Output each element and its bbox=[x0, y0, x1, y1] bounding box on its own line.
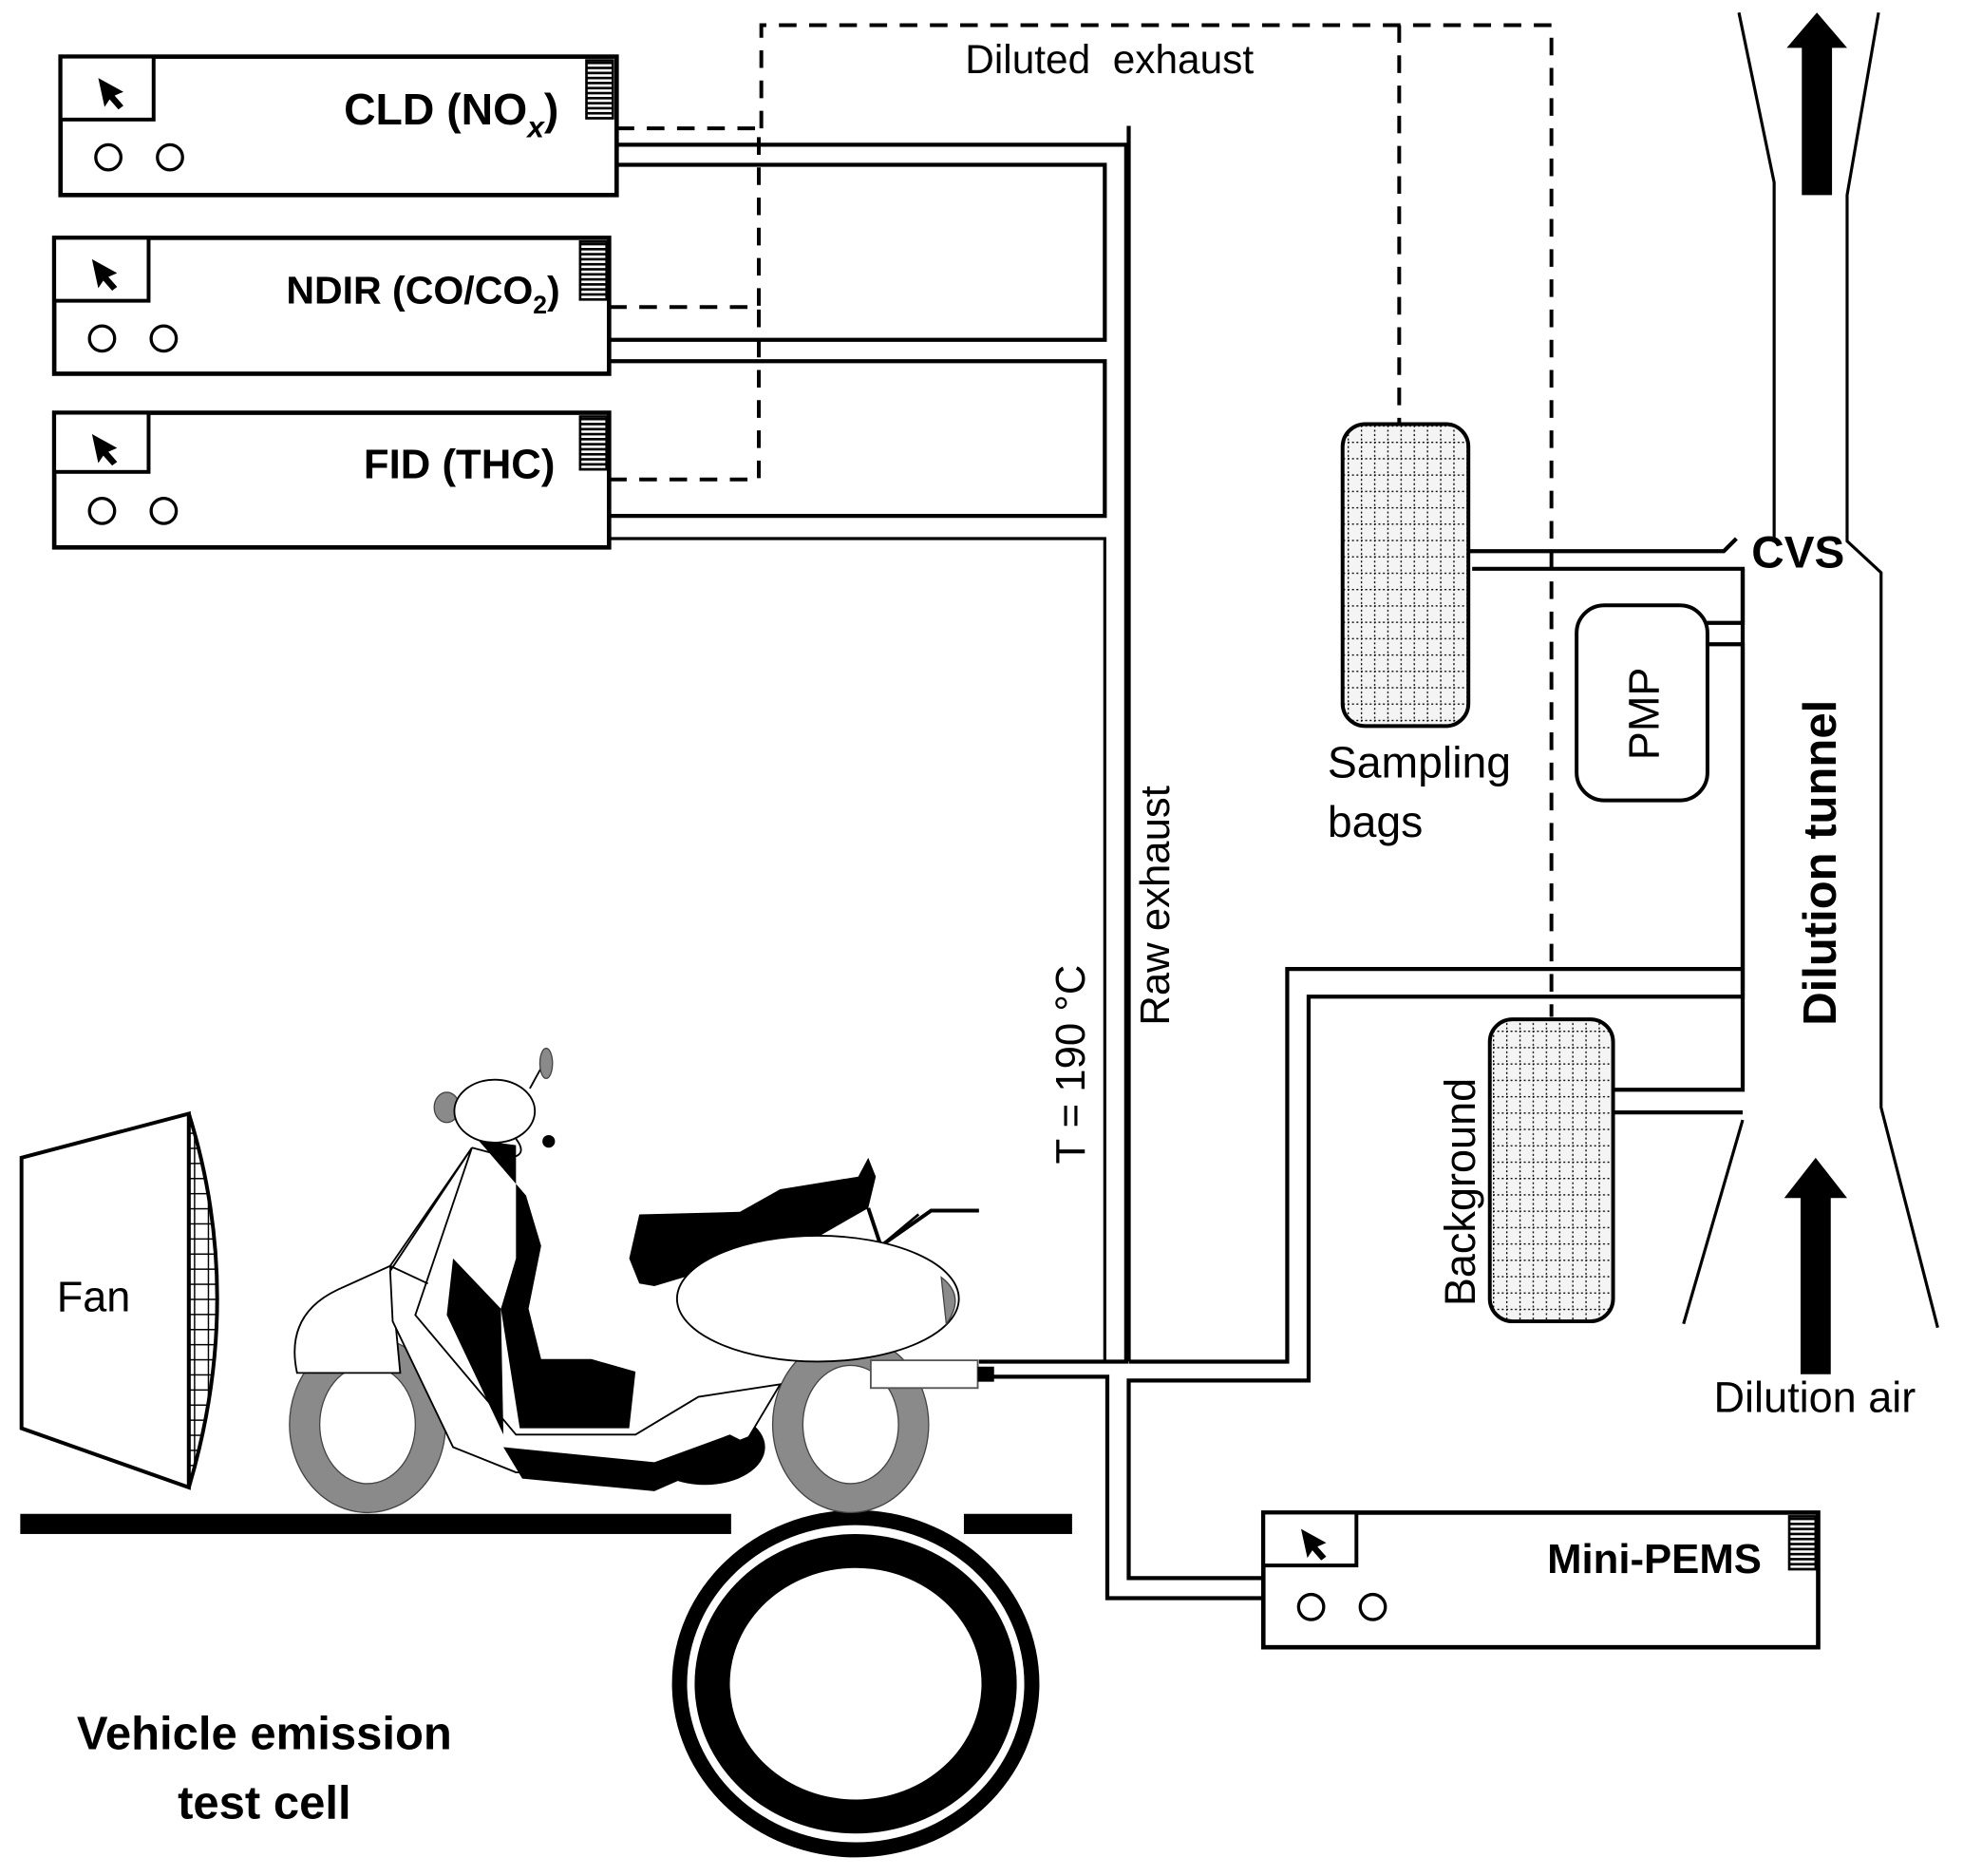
dilution-air-arrow-up-icon bbox=[1784, 1157, 1847, 1374]
vent-grille-icon bbox=[578, 415, 609, 471]
knob-icon bbox=[1296, 1592, 1326, 1621]
dilution-tunnel-label: Dilution tunnel bbox=[1795, 700, 1846, 1026]
svg-text:NDIR (CO/CO2): NDIR (CO/CO2) bbox=[286, 268, 559, 319]
background-bag[interactable] bbox=[1487, 1017, 1615, 1324]
knob-icon bbox=[87, 496, 117, 525]
analyzer-subscript: 2 bbox=[533, 291, 547, 319]
fan-label: Fan bbox=[57, 1272, 131, 1320]
analyzer-label: CLD (NO bbox=[344, 85, 527, 134]
cursor-icon bbox=[91, 258, 118, 292]
vent-grille-icon bbox=[1787, 1515, 1818, 1571]
dilution-tunnel bbox=[1682, 11, 1939, 1329]
temperature-label: T = 190 °C bbox=[1048, 965, 1094, 1165]
cursor-icon bbox=[1301, 1528, 1327, 1561]
analyzer-label: NDIR (CO/CO bbox=[286, 268, 533, 312]
knob-icon bbox=[149, 324, 179, 353]
analyzer-subscript: x bbox=[525, 109, 545, 143]
cvs-label: CVS bbox=[1751, 527, 1844, 578]
analyzer-fid[interactable]: FID (THC) bbox=[51, 410, 612, 550]
cursor-icon bbox=[91, 434, 118, 466]
analyzer-cld[interactable]: CLD (NOx) bbox=[58, 54, 619, 198]
cursor-icon bbox=[98, 78, 123, 110]
scooter bbox=[289, 1047, 994, 1514]
vent-grille-icon bbox=[578, 240, 609, 301]
floor-left bbox=[20, 1513, 731, 1534]
floor-right bbox=[963, 1513, 1072, 1534]
tunnel-flow-arrow-up-icon bbox=[1786, 12, 1847, 196]
chassis-dynamometer-roller bbox=[671, 1509, 1040, 1858]
test-cell-label-line1: Vehicle emission bbox=[77, 1708, 452, 1759]
sampling-bag[interactable] bbox=[1340, 422, 1471, 729]
background-label: Background bbox=[1436, 1078, 1484, 1306]
dilution-air-label: Dilution air bbox=[1714, 1373, 1916, 1421]
diluted-exhaust-label: Diluted exhaust bbox=[965, 37, 1254, 82]
vent-grille-icon bbox=[585, 59, 614, 120]
fan: Fan bbox=[19, 1110, 219, 1490]
raw-exhaust-label: Raw exhaust bbox=[1132, 786, 1179, 1026]
test-cell-label-line2: test cell bbox=[178, 1777, 350, 1829]
knob-icon bbox=[94, 142, 123, 172]
analyzer-label: FID (THC) bbox=[364, 441, 555, 487]
knob-icon bbox=[1358, 1592, 1387, 1621]
svg-text:FID (THC): FID (THC) bbox=[364, 441, 555, 487]
svg-text:CLD (NOx): CLD (NOx) bbox=[344, 85, 558, 143]
raw-exhaust-pipes bbox=[609, 125, 1746, 1601]
pmp-label: PMP bbox=[1619, 668, 1668, 761]
analyzer-label-close: ) bbox=[547, 268, 560, 312]
knob-icon bbox=[149, 496, 179, 525]
sampling-bags-label-line1: Sampling bbox=[1328, 738, 1511, 787]
knob-icon bbox=[87, 324, 117, 353]
knob-icon bbox=[156, 142, 184, 172]
diluted-exhaust-lines bbox=[609, 23, 1554, 1017]
analyzer-label-close: ) bbox=[544, 85, 558, 134]
pmp-unit[interactable] bbox=[1575, 603, 1709, 803]
analyzer-ndir[interactable]: NDIR (CO/CO2) bbox=[51, 236, 612, 376]
mini-pems-label: Mini-PEMS bbox=[1547, 1536, 1762, 1582]
sampling-bags-label-line2: bags bbox=[1328, 797, 1424, 846]
analyzer-mini-pems[interactable]: Mini-PEMS bbox=[1260, 1510, 1821, 1650]
